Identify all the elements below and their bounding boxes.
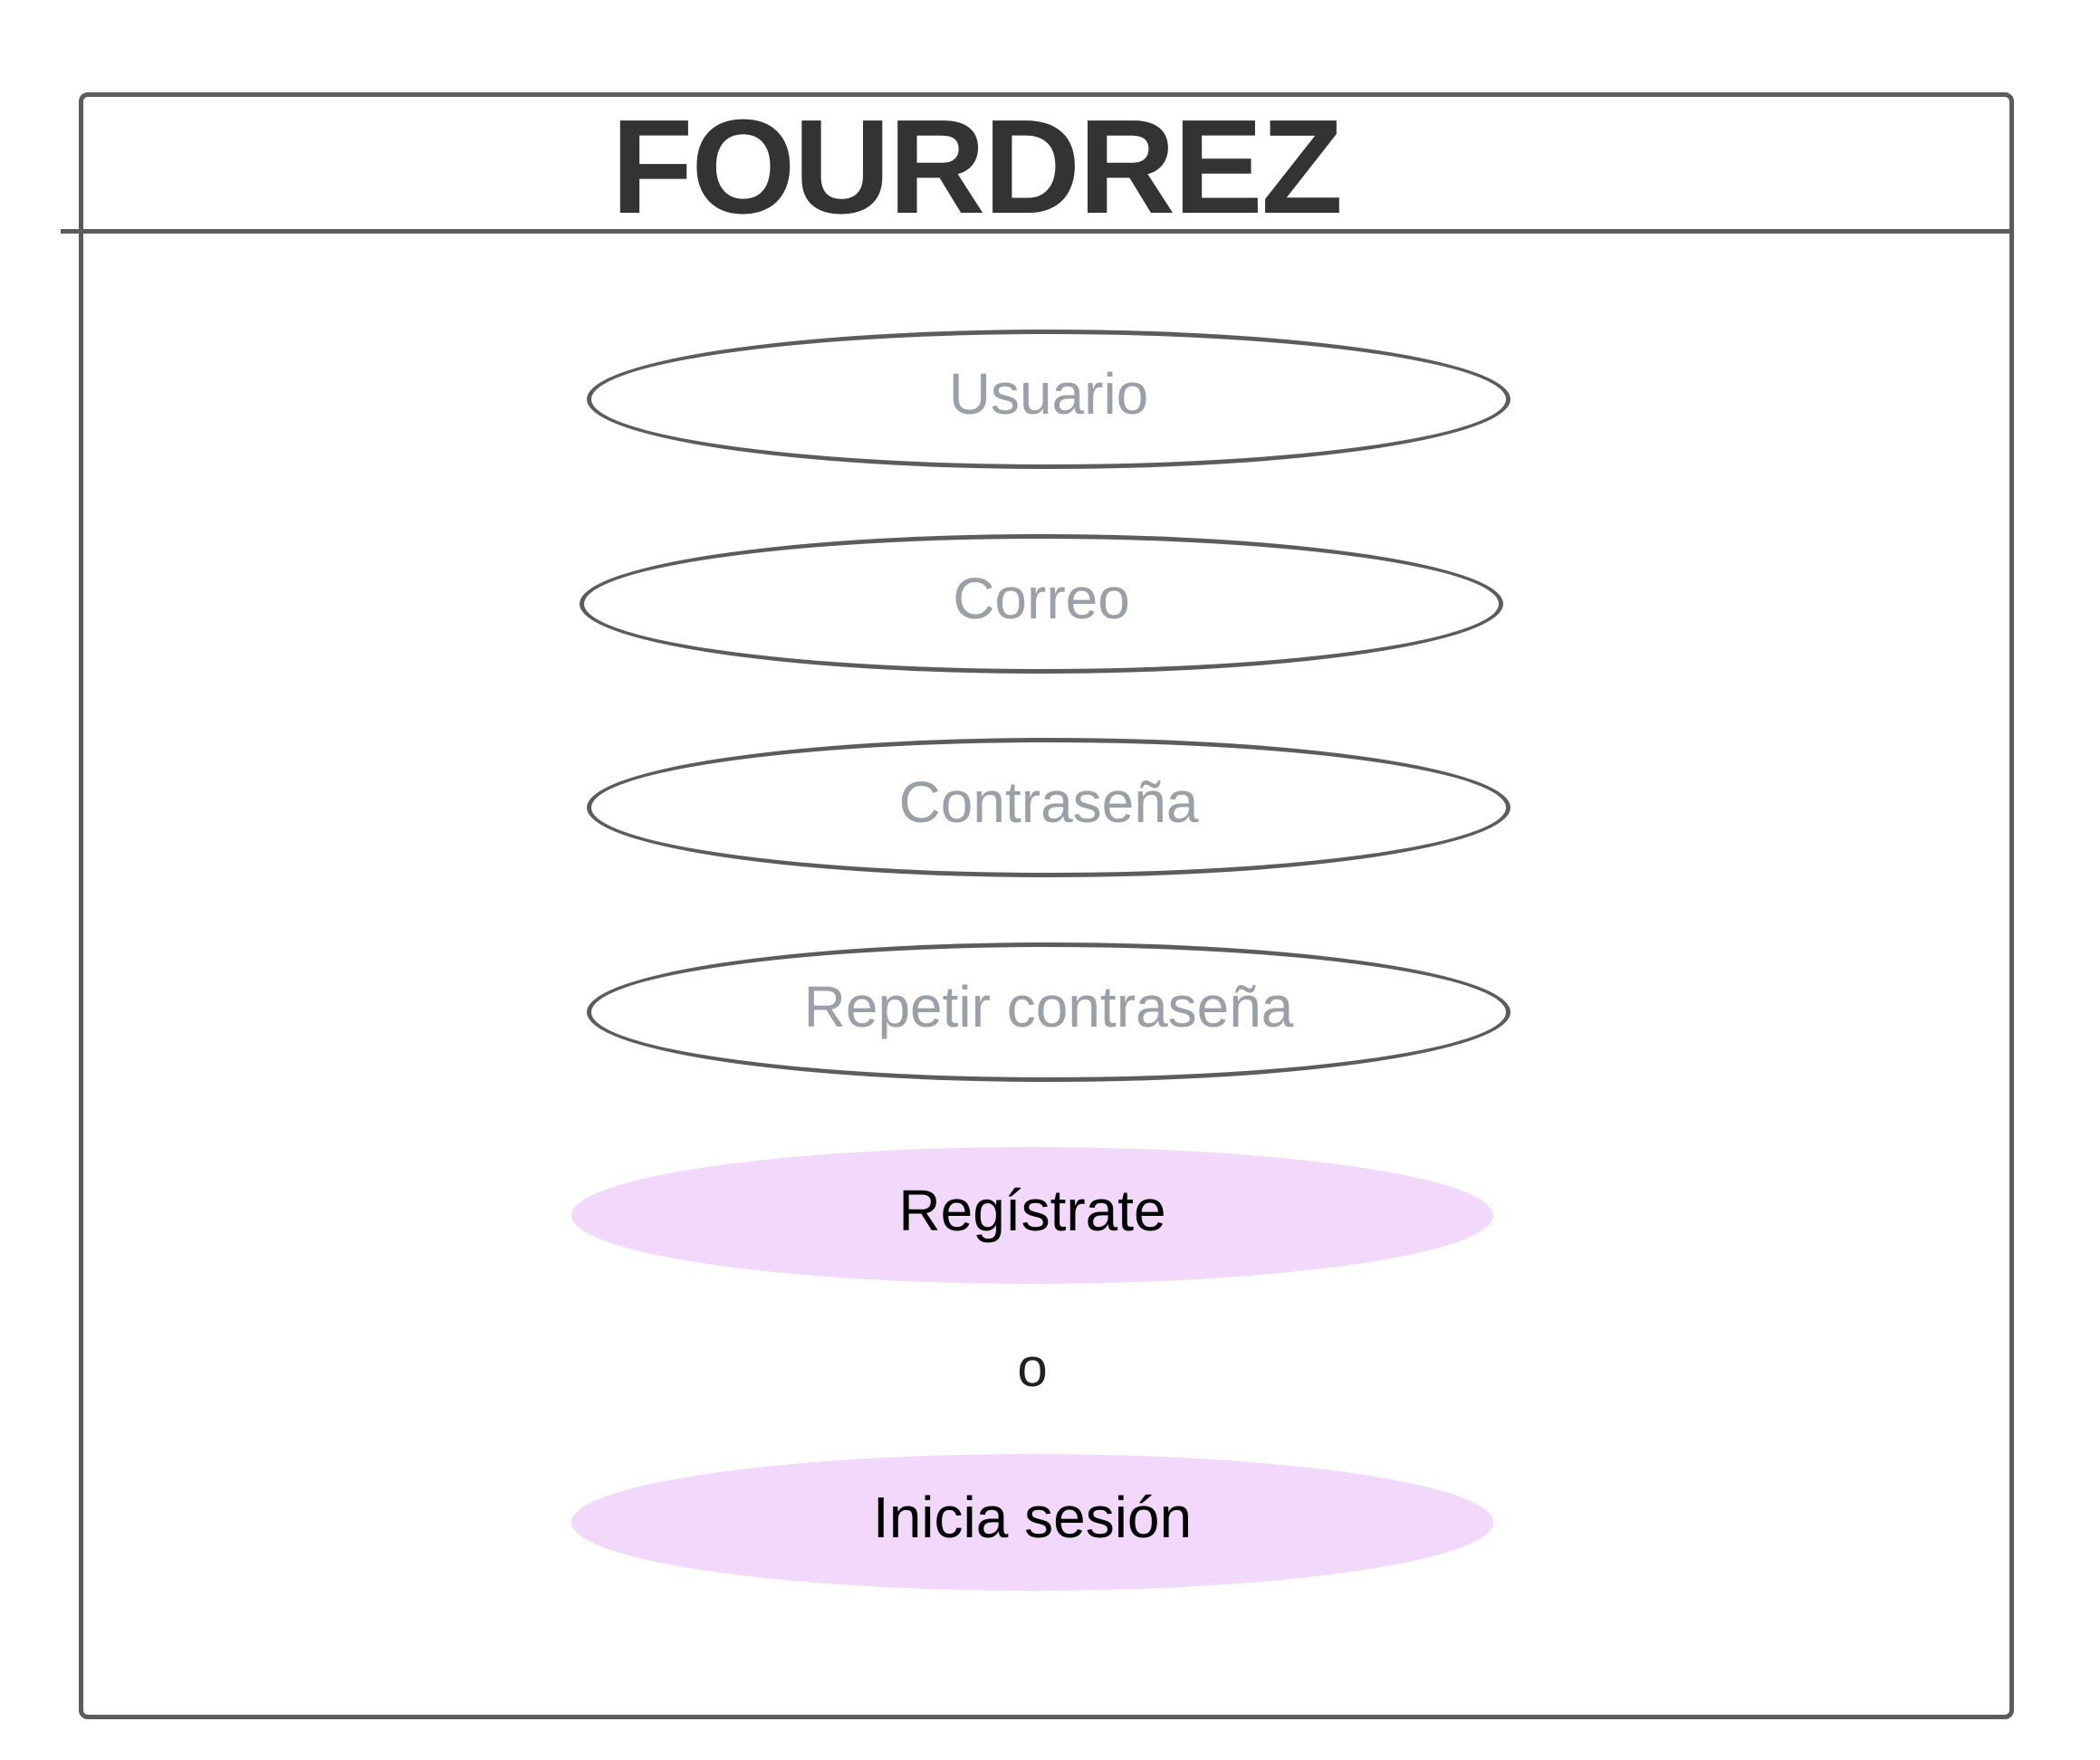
or-separator: o [1017,1336,1048,1398]
login-button-label: Inicia sesión [872,1484,1193,1550]
register-button-label: Regístrate [898,1177,1166,1243]
repeat-password-field[interactable]: Repetir contraseña [587,942,1510,1082]
header-divider [61,229,2014,234]
username-placeholder: Usuario [948,361,1149,426]
login-button[interactable]: Inicia sesión [571,1454,1493,1591]
email-placeholder: Correo [953,566,1130,631]
register-button[interactable]: Regístrate [571,1147,1493,1284]
app-title: FOURDREZ [610,91,1343,242]
password-placeholder: Contraseña [898,770,1199,835]
username-field[interactable]: Usuario [587,330,1510,469]
register-panel [79,92,2014,1719]
repeat-password-placeholder: Repetir contraseña [803,974,1294,1039]
password-field[interactable]: Contraseña [587,738,1510,877]
email-field[interactable]: Correo [580,534,1503,674]
